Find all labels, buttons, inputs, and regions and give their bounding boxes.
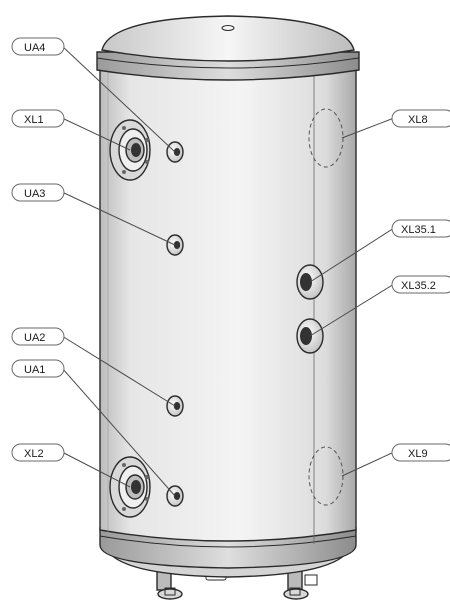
svg-text:UA4: UA4 [24, 42, 45, 54]
label-xl9: XL9 [391, 443, 450, 462]
svg-text:XL35.1: XL35.1 [401, 224, 436, 236]
label-ua1: UA1 [11, 359, 65, 378]
svg-text:UA1: UA1 [24, 364, 45, 376]
svg-text:UA2: UA2 [24, 332, 45, 344]
label-ua4: UA4 [11, 37, 65, 56]
svg-text:UA3: UA3 [24, 188, 45, 200]
svg-text:XL8: XL8 [408, 114, 428, 126]
label-ua2: UA2 [11, 327, 65, 346]
svg-text:XL9: XL9 [408, 448, 428, 460]
label-xl35-2: XL35.2 [391, 275, 450, 294]
feet [156, 567, 318, 600]
label-xl2: XL2 [11, 443, 65, 462]
leader-lines [61, 45, 395, 497]
tank-body [99, 65, 357, 544]
label-xl8: XL8 [391, 109, 450, 128]
label-ua3: UA3 [11, 183, 65, 202]
label-xl35-1: XL35.1 [391, 219, 450, 238]
svg-text:XL2: XL2 [24, 448, 44, 460]
top-lid [96, 15, 360, 81]
svg-text:XL1: XL1 [24, 114, 44, 126]
label-xl1: XL1 [11, 109, 65, 128]
svg-text:XL35.2: XL35.2 [401, 280, 436, 292]
